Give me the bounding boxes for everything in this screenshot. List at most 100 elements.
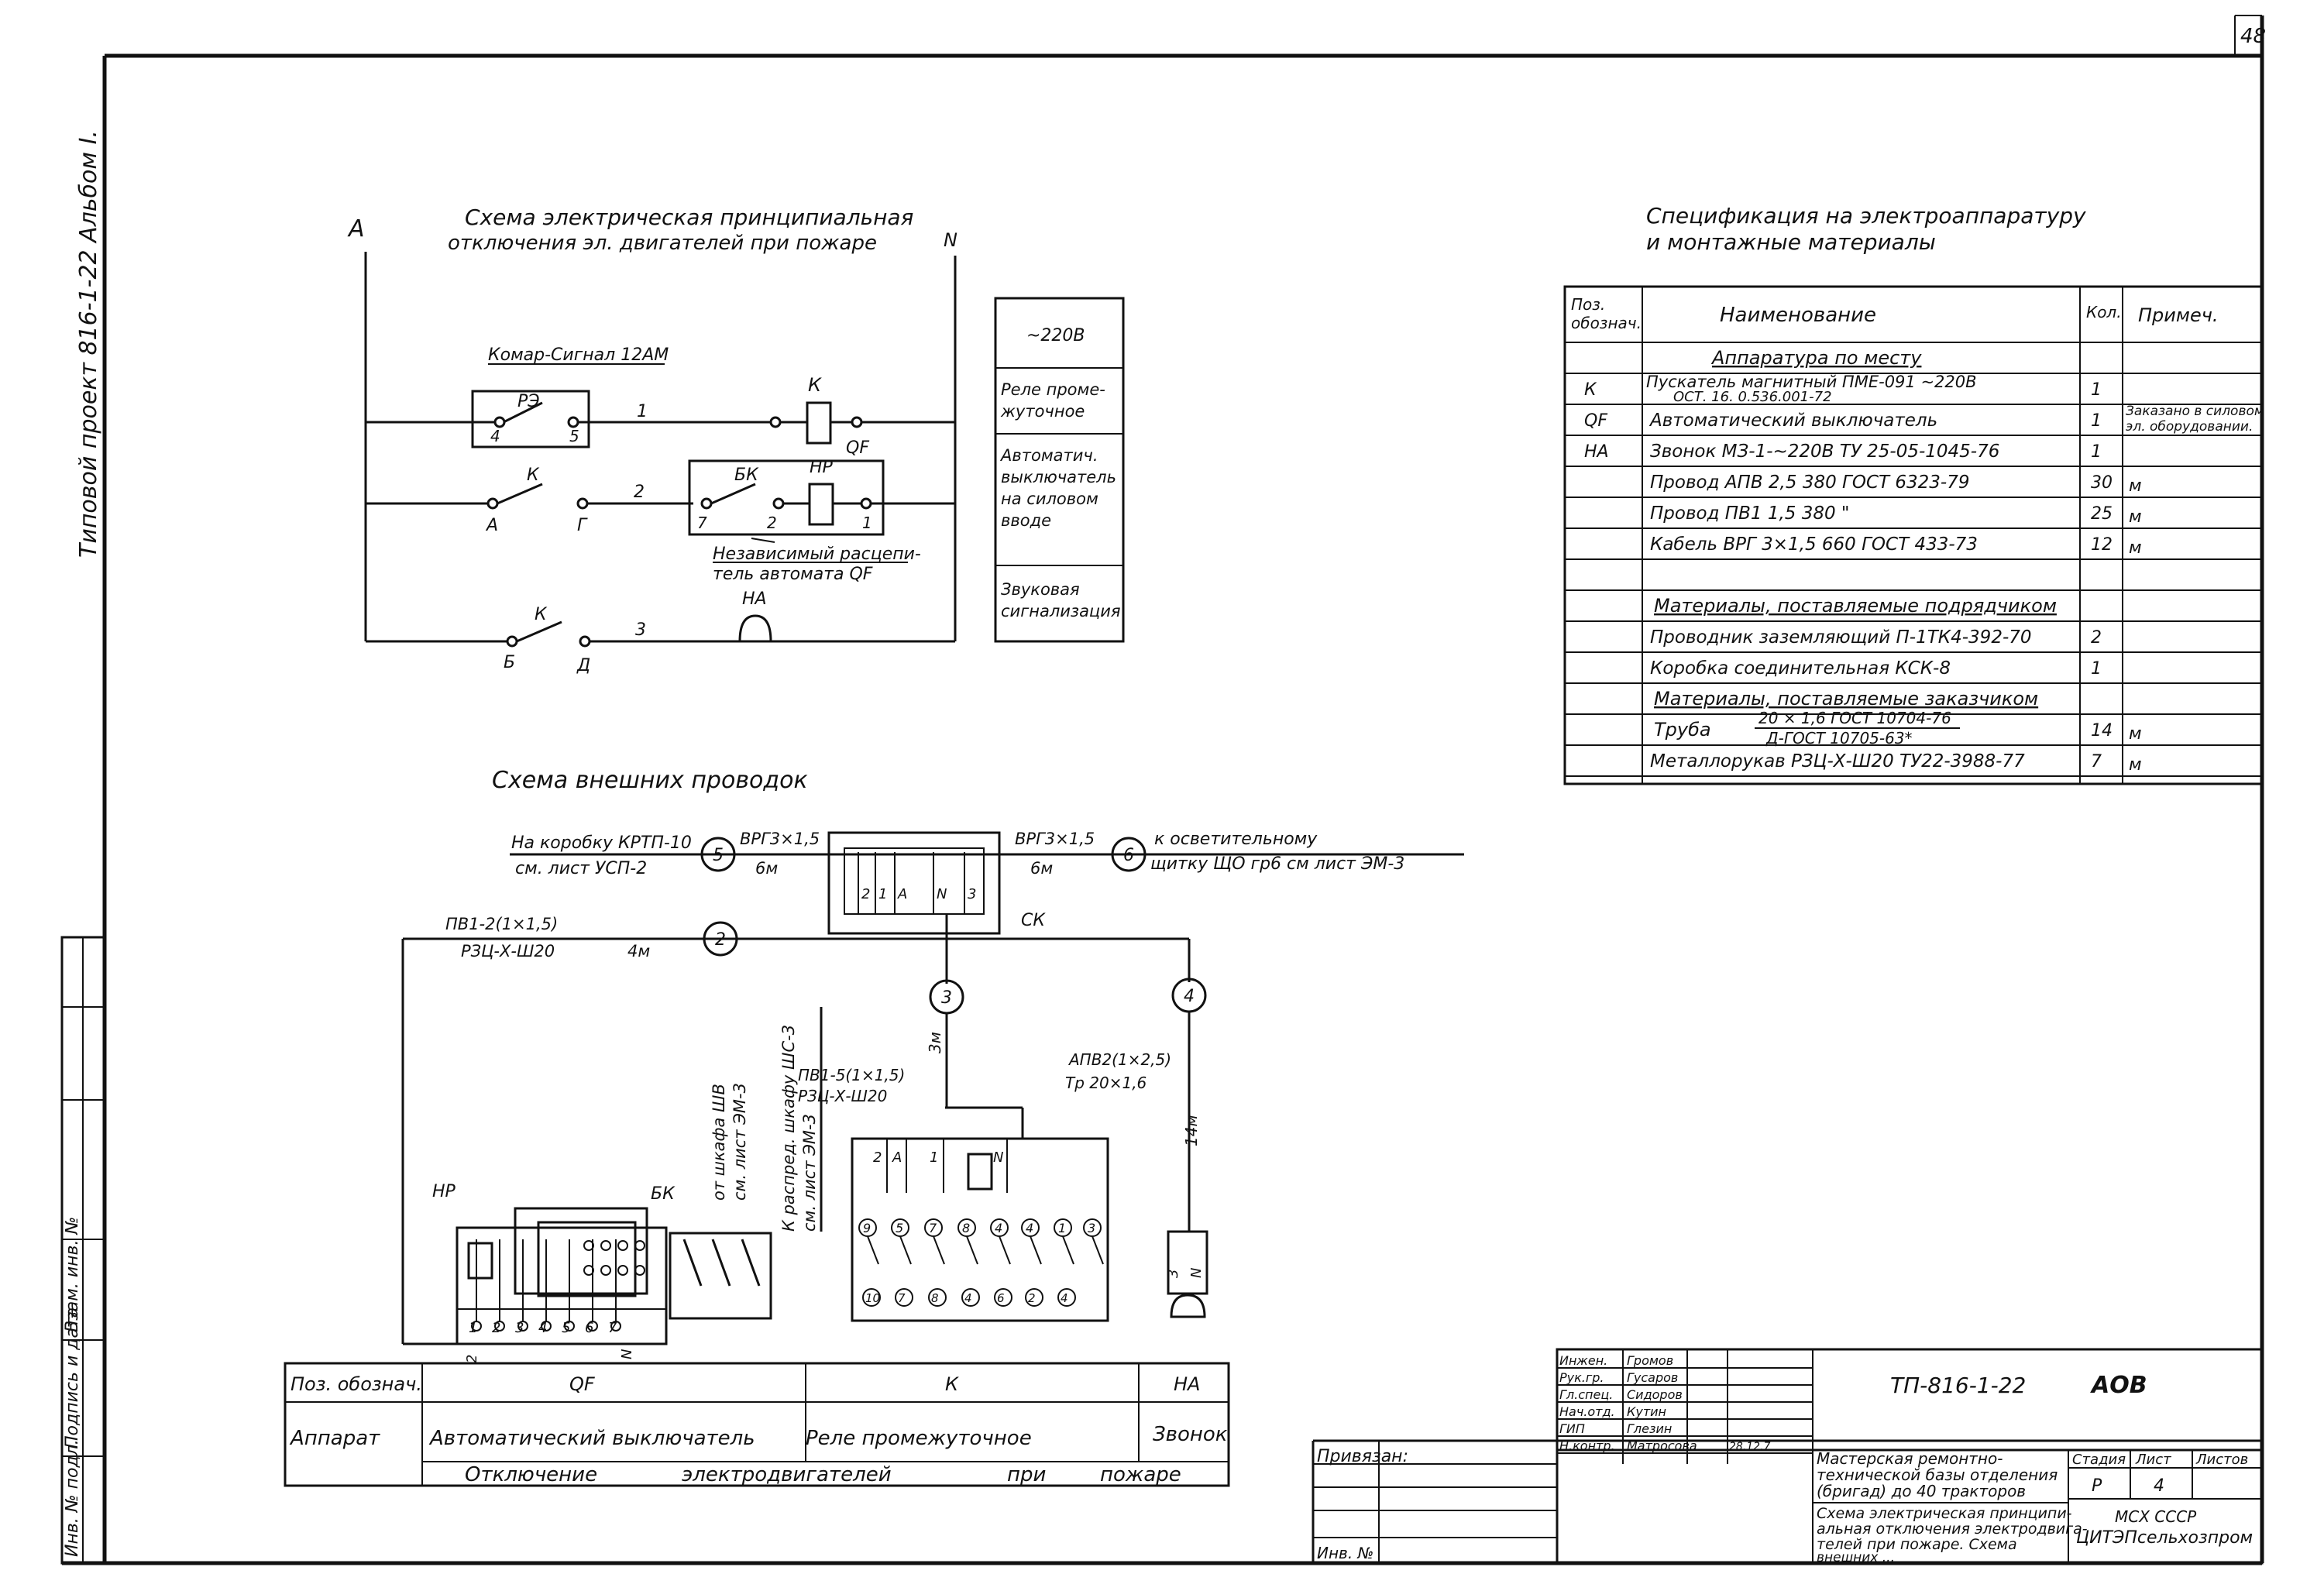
ck-terminal: 2 bbox=[861, 886, 870, 902]
cable-3: 3 bbox=[941, 988, 952, 1008]
tb-role: Н.контр. bbox=[1559, 1438, 1615, 1453]
box-contact: 9 bbox=[863, 1221, 871, 1235]
box-contact-bottom: 4 bbox=[1061, 1291, 1068, 1305]
box-terminal: А bbox=[892, 1149, 902, 1166]
spec-table: Спецификация на электроаппаратуру и монт… bbox=[1563, 203, 2264, 785]
tb-name: Глезин bbox=[1627, 1421, 1672, 1436]
spec-name: Провод ПВ1 1,5 380 " bbox=[1650, 503, 1850, 524]
spec-name: Металлорукав РЗЦ-Х-Ш20 ТУ22-3988-77 bbox=[1650, 751, 2025, 771]
spec-title-2: и монтажные материалы bbox=[1646, 229, 1936, 255]
priviazan: Привязан: bbox=[1317, 1447, 1408, 1466]
cable-2-conduit: РЗЦ-Х-Ш20 bbox=[461, 942, 555, 960]
schematic-title-2: отключения эл. двигателей при пожаре bbox=[448, 232, 877, 255]
spec-frac-bot: Д-ГОСТ 10705-63* bbox=[1765, 729, 1913, 747]
wire-2: 2 bbox=[634, 483, 645, 502]
desc-2: альная отключения электродвига- bbox=[1817, 1521, 2088, 1538]
spec-pos: QF bbox=[1584, 411, 1607, 431]
term-2: 2 bbox=[767, 514, 777, 532]
sheets-header: Листов bbox=[2195, 1452, 2248, 1468]
sheet-header: Лист bbox=[2135, 1452, 2171, 1468]
coil-k: К bbox=[808, 374, 822, 396]
tb-name: Гусаров bbox=[1627, 1370, 1678, 1385]
cable-3-spec: ПВ1-5(1×1,5) bbox=[798, 1066, 905, 1084]
bell-term-n: N bbox=[1188, 1268, 1205, 1278]
title-block: Привязан: Инв. № Инжен.ГромовРук.гр.Гуса… bbox=[1312, 1348, 2264, 1565]
ck-terminal: 1 bbox=[878, 886, 887, 902]
box-terminal: 2 bbox=[873, 1149, 882, 1166]
ha-label: НА bbox=[742, 589, 767, 609]
bus-left-label: A bbox=[347, 215, 365, 242]
schematic-title-1: Схема электрическая принципиальная bbox=[465, 204, 913, 230]
box-contact-bottom: 10 bbox=[865, 1291, 880, 1305]
spec-unit: м bbox=[2129, 724, 2142, 744]
cable-5: 5 bbox=[713, 846, 724, 865]
spec-note: Заказано в силовом bbox=[2126, 404, 2264, 419]
strip-terminal: 1 bbox=[469, 1320, 477, 1336]
box-contact: 8 bbox=[962, 1221, 970, 1235]
spec-note: эл. оборудовании. bbox=[2126, 419, 2253, 435]
org-3: (бригад) до 40 тракторов bbox=[1817, 1482, 2026, 1500]
legend: ~220В Реле проме-жуточное Автоматич.выкл… bbox=[994, 297, 1125, 643]
ck-terminal: А bbox=[897, 886, 907, 902]
spec-pos: НА bbox=[1584, 442, 1609, 462]
tb-name: Громов bbox=[1627, 1353, 1673, 1368]
term-5: 5 bbox=[569, 427, 579, 445]
device-col0-head: Поз. обознач. bbox=[290, 1373, 422, 1395]
spec-qty: 2 bbox=[2091, 628, 2102, 648]
relay-contact-label: РЭ bbox=[517, 392, 540, 411]
vertical-note-2a: К распред. шкафу ШС-3 bbox=[779, 1025, 798, 1232]
ministry: МСХ СССР bbox=[2115, 1507, 2197, 1526]
strip-terminal: 7 bbox=[608, 1320, 617, 1336]
tb-role: Гл.спец. bbox=[1559, 1387, 1613, 1402]
institute: ЦИТЭПсельхозпром bbox=[2076, 1528, 2253, 1548]
box-contact: 3 bbox=[1088, 1221, 1095, 1235]
spec-name: Звонок МЗ-1-~220В ТУ 25-05-1045-76 bbox=[1650, 442, 1999, 462]
node-d: Д bbox=[576, 656, 590, 675]
spec-frac-top: 20 × 1,6 ГОСТ 10704-76 bbox=[1758, 709, 1951, 727]
device-qf-text: Автоматический выключатель bbox=[428, 1427, 755, 1450]
spec-qty: 7 bbox=[2091, 752, 2102, 771]
release-note-2: тель автомата QF bbox=[713, 565, 873, 584]
bus-right-label: N bbox=[944, 229, 957, 251]
device-footer-3: при bbox=[1007, 1463, 1046, 1486]
box-contact: 5 bbox=[896, 1221, 903, 1235]
spec-head-pos: обознач. bbox=[1571, 314, 1642, 332]
box-contact: 7 bbox=[929, 1221, 937, 1235]
cable-6-spec: ВРГ3×1,5 bbox=[1015, 830, 1095, 848]
qf-label: QF bbox=[846, 438, 869, 458]
box-contact: 4 bbox=[995, 1221, 1002, 1235]
cable-3-len: 3м bbox=[926, 1032, 944, 1053]
tb-name: Кутин bbox=[1627, 1404, 1666, 1419]
box-contact-bottom: 7 bbox=[898, 1291, 906, 1305]
node-b: Б bbox=[504, 653, 515, 672]
desc-3: телей при пожаре. Схема bbox=[1817, 1536, 2017, 1553]
cable-5-len: 6м bbox=[755, 859, 778, 878]
stage-value: Р bbox=[2092, 1476, 2102, 1496]
cable-4: 4 bbox=[1184, 987, 1195, 1006]
side-col-inv: Инв. № подл. bbox=[63, 1439, 82, 1557]
cable-3-conduit: РЗЦ-Х-Ш20 bbox=[798, 1087, 887, 1105]
vertical-note-1a: от шкафа ШВ bbox=[710, 1084, 728, 1201]
spec-section: Аппаратура по месту bbox=[1710, 347, 1922, 369]
legend-relay: Реле проме-жуточное bbox=[1000, 380, 1105, 421]
strip-terminal: 6 bbox=[585, 1320, 593, 1336]
device-col0-row: Аппарат bbox=[289, 1427, 380, 1450]
spec-qty: 1 bbox=[2091, 659, 2102, 679]
sheet-number: 48 bbox=[2240, 25, 2266, 48]
spec-unit: м bbox=[2129, 755, 2142, 775]
device-k-head: К bbox=[945, 1373, 959, 1395]
spec-name-2: ОСТ. 16. 0.536.001-72 bbox=[1673, 389, 1832, 405]
stage-header: Стадия bbox=[2072, 1452, 2126, 1468]
release-note-1: Независимый расцепи- bbox=[713, 545, 921, 564]
box-contact-bottom: 6 bbox=[997, 1291, 1005, 1305]
tb-role: ГИП bbox=[1559, 1421, 1585, 1436]
box-contact: 4 bbox=[1026, 1221, 1033, 1235]
box-contact-bottom: 2 bbox=[1028, 1291, 1036, 1305]
spec-qty: 25 bbox=[2091, 504, 2113, 524]
strip-terminal: 5 bbox=[562, 1320, 570, 1336]
ck-terminal: N bbox=[937, 886, 947, 902]
term-1: 1 bbox=[862, 514, 872, 532]
spec-unit: м bbox=[2129, 538, 2142, 558]
desc-4: внешних ... bbox=[1817, 1550, 1895, 1565]
